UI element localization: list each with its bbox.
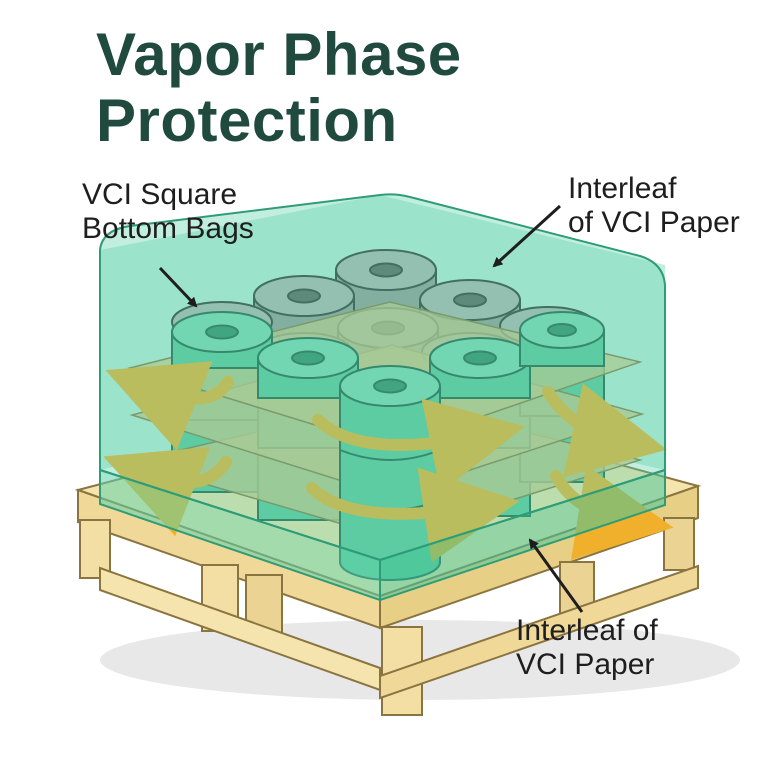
label-vci-bags-line-2: Bottom Bags	[82, 212, 254, 245]
vapor-arrow-bottom-left	[103, 446, 232, 537]
roll-teal-mid-right	[429, 337, 531, 399]
label-vci-bags-line-1: VCI Square	[82, 178, 238, 211]
title-line-2: Protection	[96, 87, 398, 154]
roll-teal-left	[171, 311, 273, 369]
page-title: Vapor Phase Protection	[96, 22, 462, 154]
vapor-arrow-bottom-center	[306, 467, 520, 563]
title-line-1: Vapor Phase	[96, 21, 462, 88]
label-interleaf-bottom: Interleaf of VCI Paper	[516, 614, 658, 682]
vapor-arrow-top-right	[542, 383, 667, 478]
callout-arrows	[158, 204, 584, 613]
label-interleaf-top-line-1: Interleaf	[568, 172, 677, 205]
label-interleaf-top-line-2: of VCI Paper	[568, 206, 740, 239]
callout-arrow-interleaf-top	[492, 204, 562, 268]
label-interleaf-bottom-line-2: VCI Paper	[516, 648, 655, 681]
callout-arrow-interleaf-bottom	[528, 538, 584, 613]
vci-square-bottom-bag	[99, 193, 667, 602]
label-vci-square-bottom-bags: VCI Square Bottom Bags	[82, 178, 254, 246]
label-interleaf-bottom-line-1: Interleaf of	[516, 614, 658, 647]
pallet-bottom-front	[99, 566, 381, 692]
roll-teal-right	[519, 311, 605, 367]
pallet-block-right	[663, 517, 695, 571]
label-interleaf-top: Interleaf of VCI Paper	[568, 172, 740, 240]
vapor-arrow-top-center	[312, 398, 526, 493]
callout-arrow-bags	[158, 266, 198, 308]
vapor-arrow-top-left	[105, 361, 234, 451]
